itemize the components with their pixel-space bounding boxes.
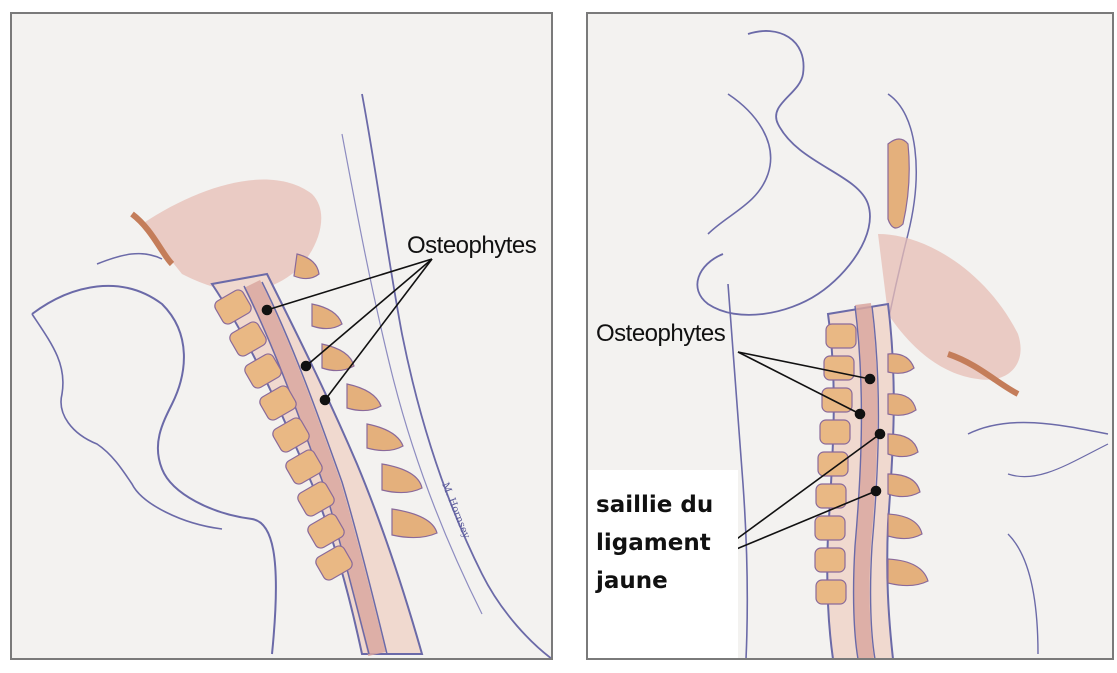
ligament-label-line-2: ligament — [596, 530, 711, 556]
osteophytes-label: Osteophytes — [596, 320, 725, 348]
right-illustration-panel: Osteophytes saillie du ligament jaune — [586, 12, 1114, 660]
left-illustration-panel: M. Hornsey Osteophytes — [10, 12, 553, 660]
ligament-label-line-1: saillie du — [596, 492, 713, 518]
cervical-spine-extension-illustration: M. Hornsey — [12, 14, 553, 660]
osteophytes-label: Osteophytes — [407, 232, 536, 260]
ligament-label-line-3: jaune — [596, 568, 668, 594]
